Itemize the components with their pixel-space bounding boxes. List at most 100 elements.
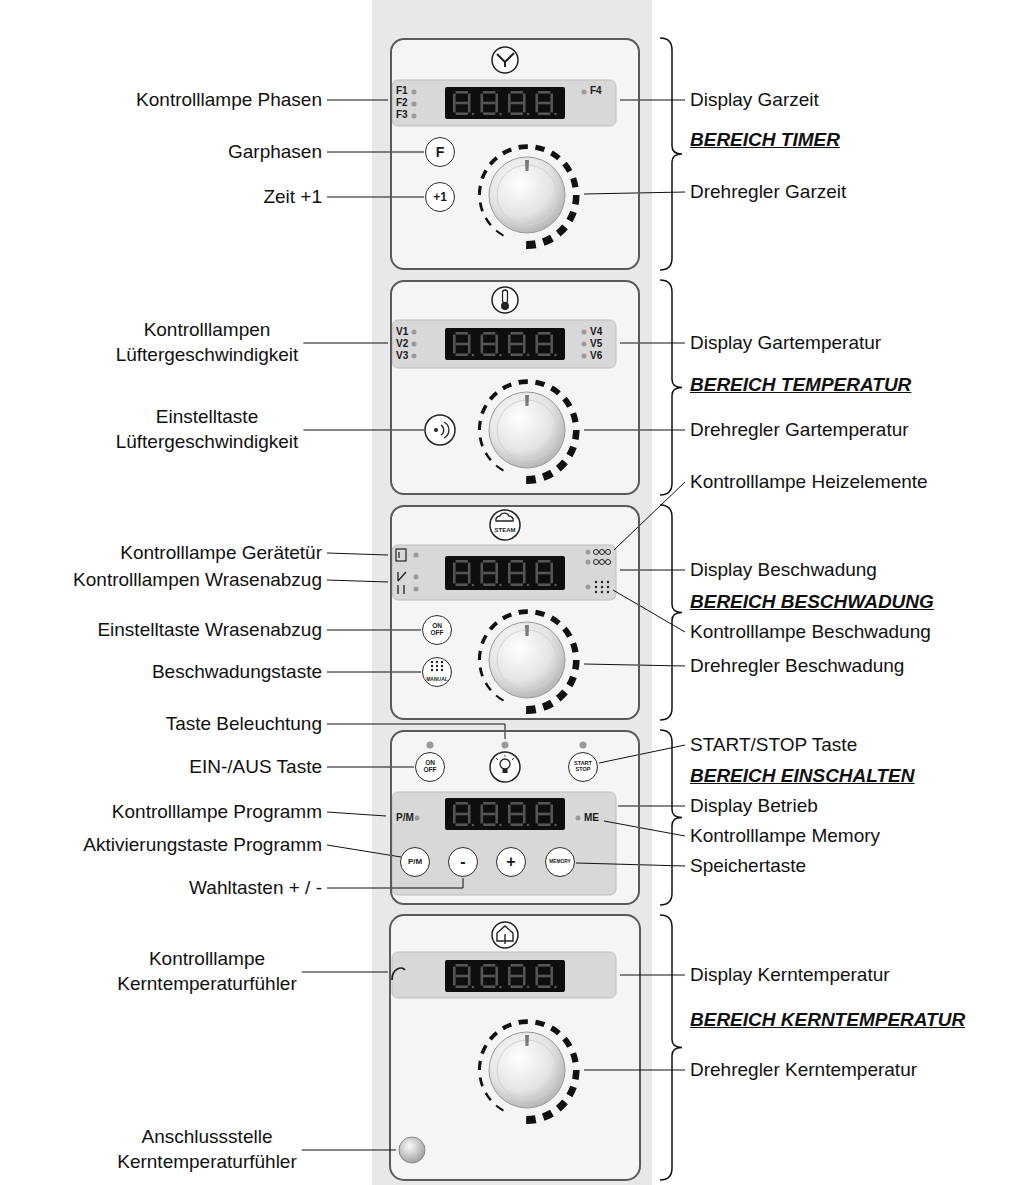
- panel-graphic: [508, 94, 511, 103]
- callout-label: Display Gartemperatur: [690, 331, 881, 356]
- section-heading: BEREICH BESCHWADUNG: [690, 590, 934, 615]
- panel-graphic: [480, 169, 487, 179]
- callout-label: Display Kerntemperatur: [690, 963, 890, 988]
- heater-symbol: [606, 560, 611, 565]
- bulb-symbol: [503, 769, 508, 773]
- panel-graphic: [527, 354, 530, 357]
- steam-dot-symbol: [601, 591, 603, 593]
- leader-line: [327, 197, 424, 198]
- panel-graphic: [538, 823, 550, 826]
- panel-graphic: [550, 563, 553, 573]
- panel-graphic: [511, 802, 523, 805]
- bulb-symbol: [496, 755, 514, 760]
- panel-graphic: [502, 612, 512, 620]
- panel-graphic: [525, 160, 529, 171]
- panel-graphic: [518, 379, 528, 384]
- panel-graphic: [550, 805, 553, 814]
- section-bracket: [660, 915, 682, 1180]
- display-panel: [392, 952, 616, 998]
- callout-label: Display Beschwadung: [690, 558, 877, 583]
- panel-graphic: [499, 986, 502, 989]
- panel-graphic: [483, 112, 495, 115]
- steam-dot-symbol: [601, 581, 603, 583]
- section-bracket: [660, 730, 682, 905]
- indicator-label: V5: [590, 339, 602, 350]
- panel-graphic: [499, 354, 502, 357]
- panel-graphic: [495, 344, 498, 353]
- callout-label: Drehregler Kerntemperatur: [690, 1058, 917, 1083]
- panel-graphic: [554, 113, 557, 116]
- panel-graphic: [511, 813, 523, 816]
- leader-line: [302, 972, 388, 973]
- icon-ring: [492, 287, 518, 313]
- panel-graphic: [538, 112, 550, 115]
- panel-graphic: [489, 622, 565, 698]
- panel-graphic: [562, 1037, 572, 1048]
- panel-graphic: [525, 395, 529, 406]
- panel-graphic: [495, 103, 498, 112]
- panel-graphic: [538, 985, 550, 988]
- panel-graphic: [456, 560, 468, 563]
- panel-graphic: [508, 967, 511, 976]
- panel-graphic: [511, 975, 523, 978]
- panel-graphic: [499, 824, 502, 827]
- panel-graphic: [495, 94, 498, 103]
- button-label: ON OFF: [426, 623, 448, 637]
- panel-graphic: [511, 572, 523, 575]
- panel-graphic: [479, 202, 484, 211]
- door-symbol: [396, 549, 406, 561]
- panel-graphic: [538, 813, 550, 816]
- manual-steam-symbol: [436, 669, 438, 671]
- panel-graphic: [496, 465, 504, 472]
- section-heading: BEREICH EINSCHALTEN: [690, 764, 915, 789]
- callout-label: Drehregler Garzeit: [690, 180, 846, 205]
- panel-graphic: [480, 1044, 487, 1054]
- indicator-lamp: [580, 742, 587, 749]
- panel-graphic: [481, 563, 484, 573]
- panel-graphic: [453, 967, 456, 976]
- panel-graphic: [536, 335, 539, 344]
- section-face: [390, 280, 640, 495]
- thermometer-symbol: [503, 290, 508, 303]
- panel-graphic: [456, 112, 468, 115]
- indicator-lamp: [412, 354, 417, 359]
- panel-graphic: [527, 986, 530, 989]
- bulb-symbol: [500, 759, 510, 769]
- panel-graphic: [483, 353, 495, 356]
- icon-ring: [492, 47, 518, 73]
- panel-graphic: [566, 1086, 576, 1098]
- panel-graphic: [445, 798, 565, 830]
- panel-graphic: [468, 967, 471, 976]
- callout-label: Kontrolllampen Wrasenabzug: [73, 568, 322, 593]
- panel-graphic: [523, 573, 526, 583]
- panel-graphic: [495, 967, 498, 976]
- panel-graphic: [542, 235, 554, 246]
- panel-graphic: [508, 563, 511, 573]
- panel-graphic: [445, 556, 565, 590]
- panel-graphic: [497, 630, 557, 690]
- callout-label: Aktivierungstaste Programm: [83, 833, 322, 858]
- panel-graphic: [542, 700, 554, 711]
- panel-graphic: [538, 343, 550, 346]
- panel-graphic: [556, 1100, 568, 1112]
- display-panel: [392, 80, 616, 126]
- callout-label: Kontrolllampen Lüftergeschwindigkeit: [92, 318, 322, 367]
- panel-graphic: [554, 584, 557, 587]
- panel-graphic: [453, 814, 456, 823]
- panel-graphic: [483, 985, 495, 988]
- callout-label: Wahltasten + / -: [189, 876, 322, 901]
- button-face: [423, 658, 452, 687]
- panel-graphic: [562, 627, 572, 638]
- panel-graphic: [525, 625, 529, 636]
- panel-graphic: [489, 621, 498, 630]
- indicator-lamp: [412, 90, 417, 95]
- panel-graphic: [542, 470, 554, 481]
- panel-graphic: [523, 335, 526, 344]
- panel-graphic: [478, 1061, 482, 1070]
- indicator-lamp: [576, 816, 581, 821]
- leader-line: [614, 482, 685, 550]
- panel-graphic: [550, 615, 561, 625]
- panel-graphic: [483, 91, 495, 94]
- panel-graphic: [481, 805, 484, 814]
- panel-button: MANUAL: [422, 657, 452, 687]
